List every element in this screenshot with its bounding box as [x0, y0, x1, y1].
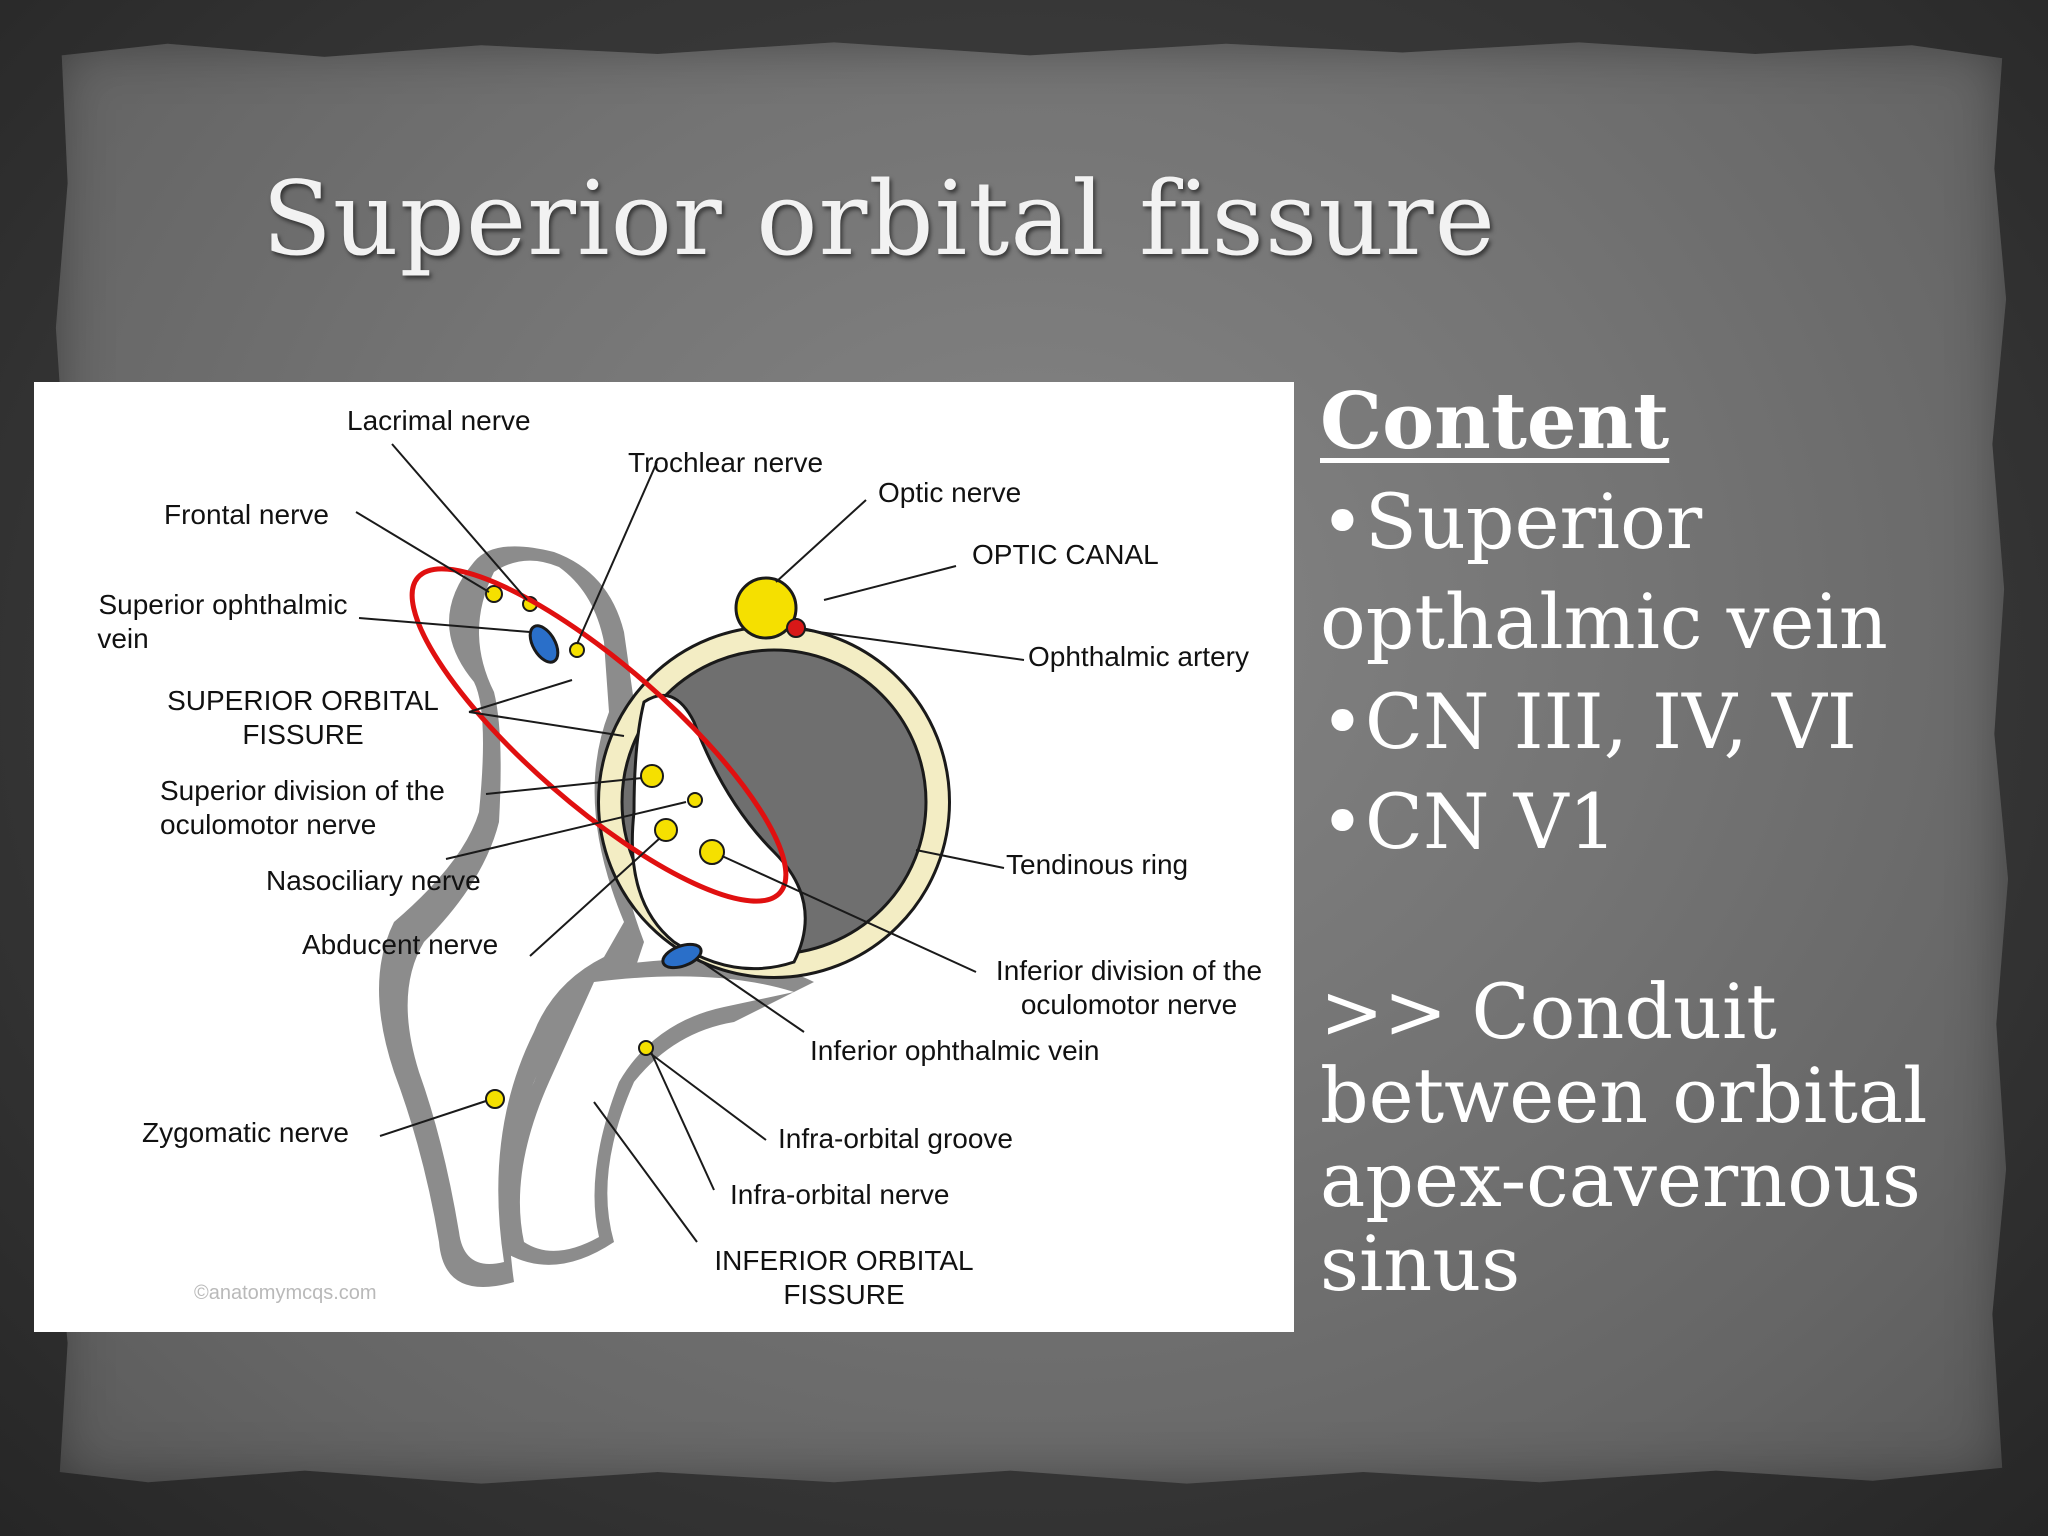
label-superior-division: Superior division of the oculomotor nerv… [160, 774, 445, 842]
conduit-note: >> Conduit between orbital apex-cavernou… [1320, 967, 1928, 1308]
leader-infraorbital-nerve [650, 1051, 715, 1191]
content-bullet: •Superior opthalmic vein [1320, 477, 1888, 666]
nerve-dot-infraorbital [638, 1040, 654, 1056]
superior-ophthalmic-vein-shape [528, 624, 560, 664]
label-inferior-ophthalmic-vein: Inferior ophthalmic vein [810, 1035, 1100, 1066]
leader-inferior-division [721, 855, 977, 973]
label-inferior-division: Inferior division of the oculomotor nerv… [984, 954, 1274, 1022]
leader-trochlear [576, 461, 658, 645]
nerve-dot-zygomatic [485, 1089, 505, 1109]
label-infraorbital-groove: Infra-orbital groove [778, 1123, 1014, 1154]
label-inferior-division-line2: oculomotor nerve [1020, 989, 1238, 1020]
leader-superior-ophthalmic-vein [358, 617, 531, 633]
superior-orbital-fissure-shape [407, 560, 624, 1264]
label-frontal-nerve: Frontal nerve [164, 499, 329, 530]
leader-lines [355, 443, 1025, 1243]
content-list: Content •Superior opthalmic vein •CN III… [1320, 372, 2020, 872]
label-optic-nerve: Optic nerve [878, 477, 1022, 508]
leader-abducent [529, 837, 661, 957]
label-sof-line1: SUPERIOR ORBITAL [167, 685, 439, 716]
content-bullet: •CN V1 [1320, 777, 1617, 866]
label-inferior-orbital-fissure: INFERIOR ORBITAL FISSURE [694, 1244, 994, 1312]
label-iof-line1: INFERIOR ORBITAL [714, 1245, 974, 1276]
leader-sof-1 [468, 679, 573, 713]
inferior-orbital-fissure-shape [519, 976, 794, 1251]
label-sof-line2: FISSURE [242, 719, 364, 750]
leader-superior-division [485, 777, 643, 795]
label-nasociliary-nerve: Nasociliary nerve [266, 865, 481, 896]
slide-title: Superior orbital fissure [262, 160, 1497, 279]
label-abducent-nerve: Abducent nerve [302, 929, 499, 960]
content-bullet: •CN III, IV, VI [1320, 677, 1857, 766]
nerve-dot-superior-division [640, 764, 664, 788]
leader-frontal [355, 511, 490, 593]
content-heading: Content [1320, 376, 1670, 467]
label-zygomatic-nerve: Zygomatic nerve [142, 1117, 349, 1148]
label-superior-orbital-fissure: SUPERIOR ORBITAL FISSURE [148, 684, 458, 752]
label-trochlear-nerve: Trochlear nerve [628, 447, 824, 478]
label-optic-canal: OPTIC CANAL [972, 539, 1159, 570]
label-superior-ophthalmic-vein-line1: Superior ophthalmic [98, 589, 348, 620]
label-tendinous-ring: Tendinous ring [1006, 849, 1189, 880]
leader-inferior-ophthalmic-vein [698, 959, 805, 1033]
leader-sof-2 [468, 711, 625, 737]
leader-optic-nerve [775, 499, 867, 583]
label-infraorbital-nerve: Infra-orbital nerve [730, 1179, 950, 1210]
leader-nasociliary [445, 801, 687, 860]
label-superior-ophthalmic-vein-line2: vein [97, 623, 149, 654]
label-superior-ophthalmic-vein: Superior ophthalmic vein [78, 588, 368, 656]
label-ophthalmic-artery: Ophthalmic artery [1028, 641, 1249, 672]
nerve-dot-abducent [654, 818, 678, 842]
ophthalmic-artery-dot [786, 618, 806, 638]
diagram-credit: ©anatomymcqs.com [194, 1282, 377, 1304]
leader-zygomatic [379, 1100, 487, 1137]
leader-tendinous-ring [915, 849, 1005, 869]
nerve-dot-trochlear [569, 642, 585, 658]
leader-optic-canal [823, 565, 957, 601]
orbital-fissure-diagram: Lacrimal nerve Trochlear nerve Optic ner… [34, 382, 1294, 1332]
leader-infraorbital-groove [650, 1053, 767, 1141]
optic-nerve-circle [734, 576, 798, 640]
nerve-dot-frontal [485, 585, 503, 603]
leader-inferior-orbital-fissure [593, 1101, 698, 1243]
leader-ophthalmic-artery [803, 629, 1025, 661]
label-lacrimal-nerve: Lacrimal nerve [347, 405, 531, 436]
label-iof-line2: FISSURE [783, 1279, 905, 1310]
label-superior-division-line2: oculomotor nerve [160, 809, 377, 840]
leader-lacrimal [391, 443, 528, 601]
label-superior-division-line1: Superior division of the [160, 775, 445, 806]
diagram-drawing [355, 443, 1025, 1287]
nerve-dot-inferior-division [699, 839, 725, 865]
label-inferior-division-line1: Inferior division of the [995, 955, 1263, 986]
nerve-dot-nasociliary [687, 792, 703, 808]
inferior-ophthalmic-vein-shape [661, 942, 703, 970]
